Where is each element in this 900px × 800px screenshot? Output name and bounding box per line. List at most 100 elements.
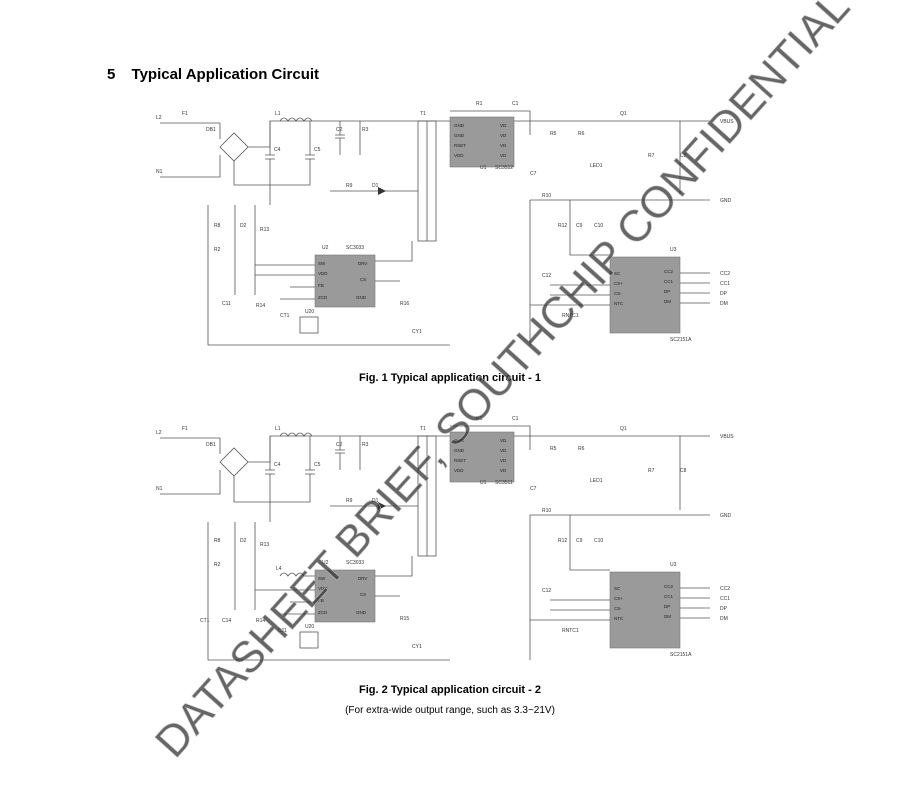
schematic-label: R5 — [550, 446, 557, 452]
schematic-label: SW — [318, 576, 326, 581]
schematic-wire — [219, 447, 249, 477]
label-c10: C10 — [594, 223, 603, 229]
schematic-wire — [530, 587, 710, 621]
label-r12: R12 — [558, 223, 567, 229]
schematic-label: SC — [614, 586, 621, 591]
label-f1: F1 — [182, 111, 188, 117]
label-r6: R6 — [578, 131, 585, 137]
schematic-label: C7 — [530, 486, 537, 492]
label-d1: D1 — [372, 183, 379, 189]
out-vbus: VBUS — [720, 119, 734, 125]
label-led1: LED1 — [590, 163, 603, 169]
ic-chip — [609, 571, 681, 649]
label-u20: U20 — [305, 309, 314, 315]
schematic-label: SW — [318, 261, 326, 266]
schematic-label: RSET — [454, 458, 466, 463]
label-c5: C5 — [314, 147, 321, 153]
label-l2: L2 — [156, 115, 162, 121]
schematic-label: R14 — [256, 618, 265, 624]
u3-part-2: SC2151A — [670, 652, 692, 658]
label-c12: C12 — [542, 273, 551, 279]
schematic-label: R7 — [648, 468, 655, 474]
schematic-label: R3 — [362, 442, 369, 448]
schematic-wire — [529, 515, 610, 660]
schematic-label: L2 — [156, 430, 162, 436]
schematic-label: CT1 — [200, 618, 210, 624]
schematic-wire — [335, 436, 361, 470]
label-r13: R13 — [260, 227, 269, 233]
schematic-wire — [279, 117, 313, 122]
schematic-label: D2 — [240, 538, 247, 544]
schematic-label: SC — [614, 271, 621, 276]
schematic-wire — [233, 435, 580, 522]
schematic-label: R2 — [214, 562, 221, 568]
schematic-label: VD — [500, 143, 507, 148]
schematic-label: N1 — [156, 486, 163, 492]
schematic-label: DRV — [358, 576, 367, 581]
schematic-label: RSET — [454, 143, 466, 148]
schematic-label: RNTC1 — [562, 628, 579, 634]
schematic-wire — [255, 556, 413, 615]
schematic-label: VDD — [454, 468, 464, 473]
schematic-label: R6 — [578, 446, 585, 452]
schematic-label: GND — [454, 438, 465, 443]
schematic-label: VD — [500, 448, 507, 453]
schematic-label: C11 — [278, 628, 287, 634]
schematic-label: L4 — [276, 566, 282, 572]
schematic-wire — [378, 502, 386, 510]
schematic-label: VD — [500, 468, 507, 473]
schematic-label: DM — [664, 299, 671, 304]
label-c8: C8 — [680, 153, 687, 159]
schematic-wire — [219, 132, 249, 162]
figure-1-schematic: L2 N1 F1 DB1 L1 C4 C5 C2 R3 T1 U1 SC3512… — [156, 101, 734, 346]
section-heading: 5 Typical Application Circuit — [107, 66, 319, 83]
schematic-label: VD — [500, 153, 507, 158]
schematic-label: FB — [318, 598, 324, 603]
u2-part-2: SC3033 — [346, 560, 364, 566]
schematic-wire — [279, 432, 313, 437]
out-dp: DP — [720, 291, 728, 297]
label-c11: C11 — [222, 301, 231, 307]
schematic-label: LED1 — [590, 478, 603, 484]
schematic-label: F1 — [182, 426, 188, 432]
label-u3: U3 — [670, 247, 677, 253]
schematic-label: GND — [454, 448, 465, 453]
label-c9: C9 — [576, 223, 583, 229]
schematic-label: U2 — [322, 560, 329, 566]
schematic-label: R8 — [214, 538, 221, 544]
schematic-label: DM — [664, 614, 671, 619]
u3-chip — [609, 256, 681, 334]
label-t1: T1 — [420, 111, 426, 117]
schematic-label: GND — [454, 133, 465, 138]
u1-part: SC3512 — [495, 165, 513, 171]
schematic-label: R1 — [476, 416, 483, 422]
schematic-wire — [207, 205, 256, 295]
ic-chip — [314, 569, 376, 623]
schematic-wire — [335, 121, 361, 155]
schematic-label: NTC — [614, 301, 624, 306]
section-number: 5 — [107, 66, 116, 83]
schematic-label: R12 — [558, 538, 567, 544]
label-rntc1: RNTC1 — [562, 313, 579, 319]
label-db1: DB1 — [206, 127, 216, 133]
schematic-label: VDD — [454, 153, 464, 158]
schematic-label: CC1 — [664, 594, 673, 599]
schematic-label: ZCD — [318, 295, 328, 300]
schematic-label: ZCD — [318, 610, 328, 615]
schematic-label: R13 — [260, 542, 269, 548]
label-r5: R5 — [550, 131, 557, 137]
schematic-label: R15 — [400, 616, 409, 622]
schematic-label: L1 — [275, 426, 281, 432]
schematic-label: DP — [664, 289, 670, 294]
schematic-wire — [255, 241, 413, 300]
figure-2-subcaption: (For extra-wide output range, such as 3.… — [345, 705, 555, 716]
schematic-label: T1 — [420, 426, 426, 432]
schematic-wire — [207, 295, 450, 346]
schematic-label: C12 — [542, 588, 551, 594]
schematic-wire — [450, 110, 531, 135]
schematic-label: CC2 — [720, 586, 730, 592]
label-r7: R7 — [648, 153, 655, 159]
schematic-label: U3 — [670, 562, 677, 568]
schematic-label: GND — [356, 610, 367, 615]
schematic-wire — [299, 316, 319, 334]
